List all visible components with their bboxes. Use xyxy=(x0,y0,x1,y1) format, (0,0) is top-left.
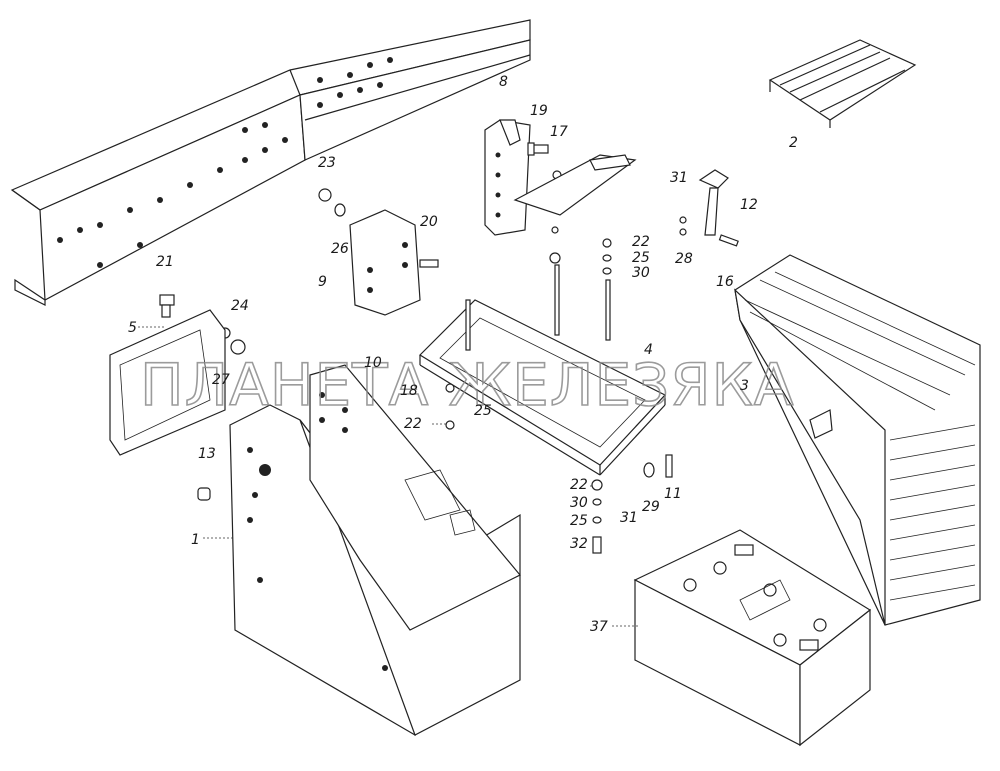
clamp-plate xyxy=(513,154,637,216)
part-20-bracket xyxy=(349,209,439,316)
callout-29: 29 xyxy=(642,499,660,515)
callout-5: 5 xyxy=(128,320,137,336)
part-19-bolt xyxy=(527,142,549,156)
part-8-bracket xyxy=(484,119,531,236)
part-3-battery-cover xyxy=(734,254,981,626)
callout-16: 16 xyxy=(716,274,734,290)
leader-lines xyxy=(138,326,640,627)
callout-37: 37 xyxy=(590,619,608,635)
callout-28: 28 xyxy=(675,251,693,267)
callout-25-lower: 25 xyxy=(570,513,588,529)
callout-22-upper: 22 xyxy=(632,234,650,250)
part-37-battery xyxy=(633,529,872,747)
callout-22-middle: 22 xyxy=(404,416,422,432)
callout-27: 27 xyxy=(212,372,230,388)
part-10-gusset xyxy=(309,364,521,631)
callout-26: 26 xyxy=(331,241,349,257)
part-13-bushing xyxy=(197,487,211,501)
callout-2: 2 xyxy=(789,135,798,151)
callout-32: 32 xyxy=(570,536,588,552)
part-23-nut xyxy=(318,188,332,202)
watermark-text: ПЛАНЕТА ЖЕЛЕЗЯКА xyxy=(140,351,794,419)
frame-rail-holes xyxy=(57,57,393,268)
callout-4: 4 xyxy=(644,342,653,358)
callout-31-upper: 31 xyxy=(670,170,688,186)
callout-22-lower: 22 xyxy=(570,477,588,493)
callout-10: 10 xyxy=(364,355,382,371)
callout-31-lower: 31 xyxy=(620,510,638,526)
callout-30-lower: 30 xyxy=(570,495,588,511)
callout-30-upper: 30 xyxy=(632,265,650,281)
callout-20: 20 xyxy=(420,214,438,230)
callout-11: 11 xyxy=(664,486,682,502)
callout-25-middle: 25 xyxy=(474,403,492,419)
callout-21: 21 xyxy=(156,254,174,270)
part-5-side-bracket xyxy=(109,309,226,456)
callout-19: 19 xyxy=(530,103,548,119)
callout-9: 9 xyxy=(318,274,327,290)
callout-8: 8 xyxy=(499,74,508,90)
callout-12: 12 xyxy=(740,197,758,213)
callout-labels: 1 2 3 4 5 8 9 10 11 12 13 16 17 18 19 20… xyxy=(128,74,798,635)
callout-13: 13 xyxy=(198,446,216,462)
part-4-battery-tray xyxy=(419,264,666,476)
part-26-washer xyxy=(334,203,346,217)
part-12-latch xyxy=(679,169,739,247)
callout-3: 3 xyxy=(740,378,749,394)
callout-1: 1 xyxy=(191,532,200,548)
frame-rail xyxy=(10,19,531,306)
part-2-strap xyxy=(768,39,917,128)
callout-17: 17 xyxy=(550,124,568,140)
callout-18: 18 xyxy=(400,383,418,399)
callout-23: 23 xyxy=(318,155,336,171)
callout-24: 24 xyxy=(231,298,249,314)
fasteners-22-25-30 xyxy=(445,226,673,554)
part-21-bolt xyxy=(159,294,175,318)
callout-25-upper: 25 xyxy=(632,250,650,266)
